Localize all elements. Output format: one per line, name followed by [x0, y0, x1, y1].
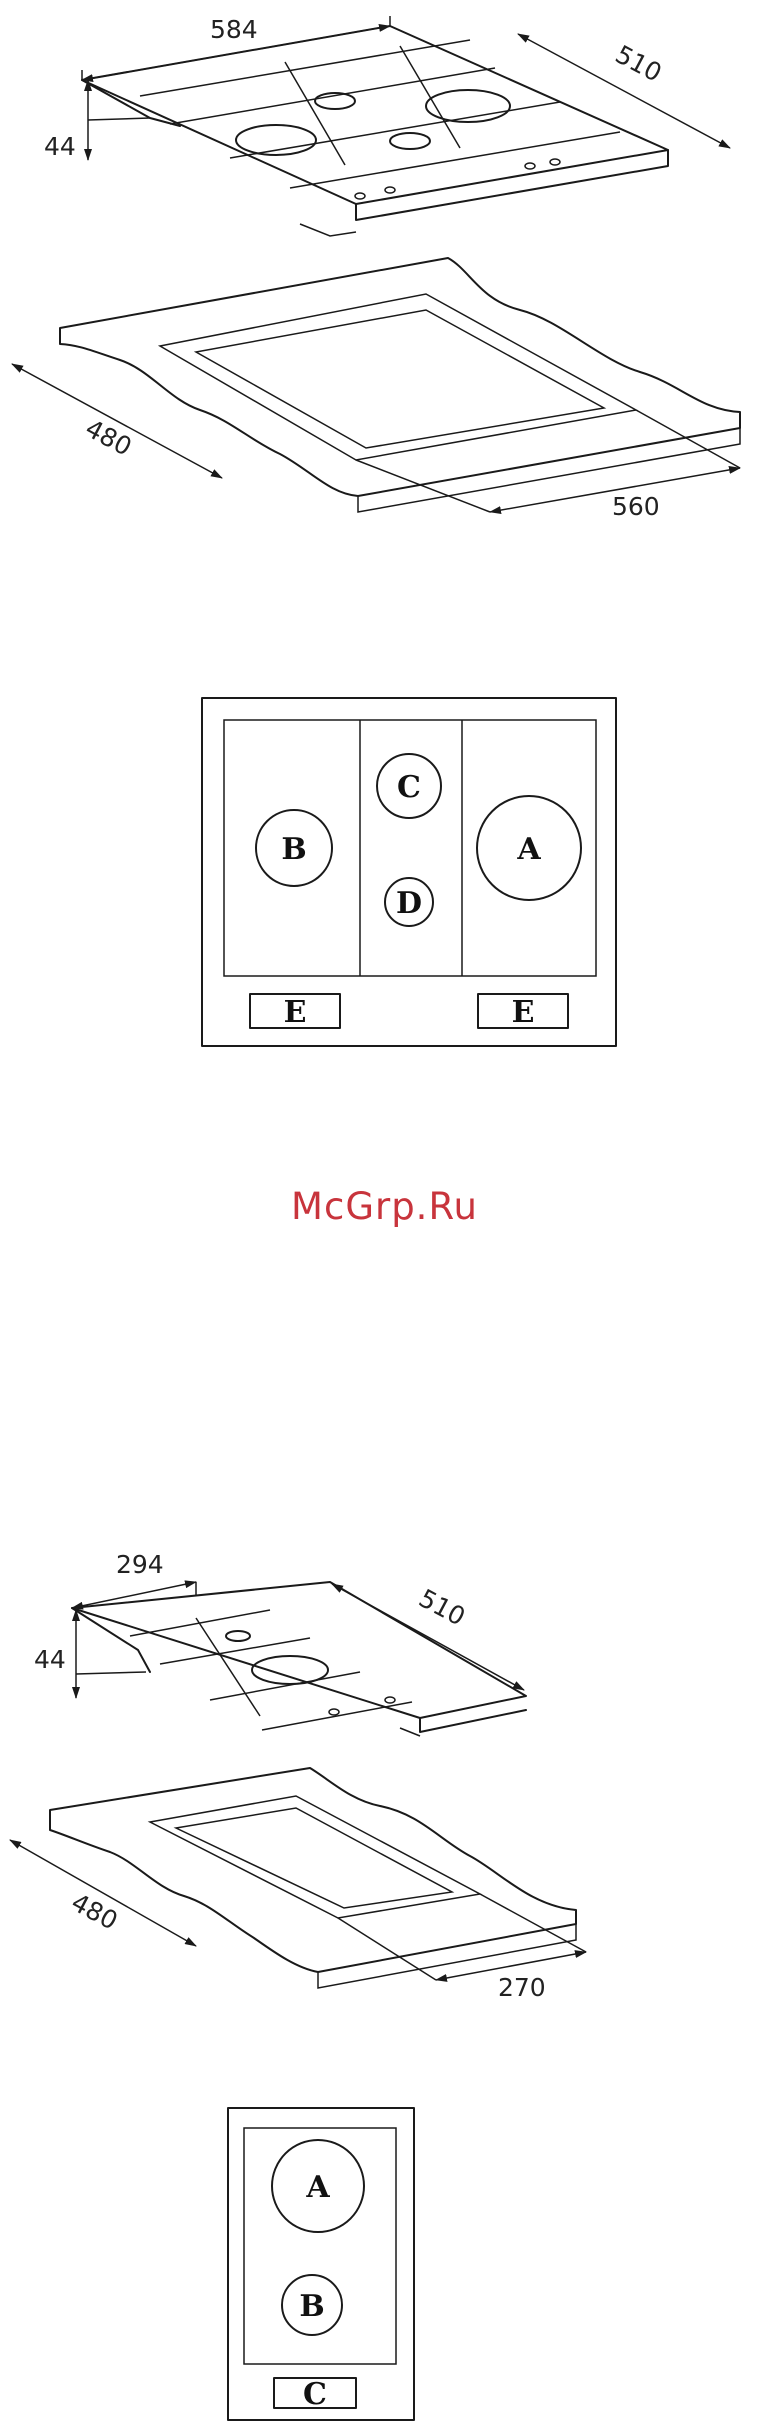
cutout-width-label: 560	[612, 492, 660, 521]
zone-e-right-label: E	[512, 995, 535, 1030]
cutout-small-width-label: 270	[498, 1973, 546, 2002]
zone-b-label: B	[281, 832, 306, 867]
layout-small: A B C	[228, 2108, 414, 2420]
dim-width-label: 584	[210, 15, 258, 44]
zone-d-label: D	[396, 886, 422, 921]
dim-small-width-label: 294	[116, 1550, 164, 1579]
dim-small-depth-label: 510	[414, 1583, 470, 1631]
dim-small-height-label: 44	[34, 1645, 66, 1674]
cutout-large-dimensions: 480 560	[12, 364, 740, 521]
cutout-large-drawing	[60, 258, 740, 512]
zone-a-label: A	[516, 832, 541, 867]
cutout-depth-label: 480	[81, 414, 137, 462]
hob-large-drawing	[82, 26, 668, 236]
dim-depth-label: 510	[611, 40, 667, 88]
dim-height-label: 44	[44, 132, 76, 161]
cutout-small-dimensions: 480 270	[10, 1840, 586, 2002]
zone-small-c-label: C	[303, 2377, 327, 2412]
hob-small-dimensions: 294 510 44	[34, 1550, 524, 1698]
zone-small-a-label: A	[305, 2170, 330, 2205]
zone-e-left-label: E	[284, 995, 307, 1030]
layout-large: B C D A E E	[202, 698, 616, 1046]
zone-small-b-label: B	[299, 2289, 324, 2324]
watermark-text: McGrp.Ru	[0, 1185, 769, 1228]
zone-c-label: C	[397, 770, 421, 805]
cutout-small-depth-label: 480	[67, 1888, 123, 1936]
hob-large-dimensions: 584 510 44	[44, 15, 730, 161]
cutout-small-drawing	[50, 1768, 576, 1988]
